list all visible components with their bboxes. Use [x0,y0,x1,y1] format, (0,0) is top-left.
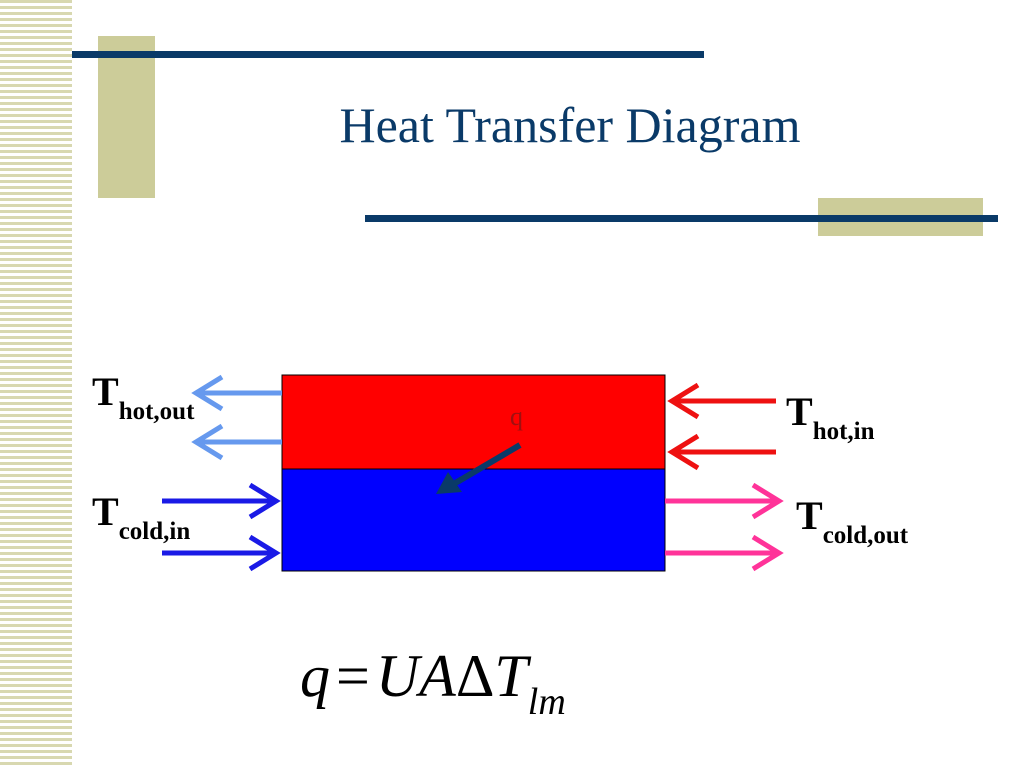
eq-ua: UA [375,643,456,709]
hot-in-arrow [667,382,776,420]
accent-block-left [98,36,155,198]
label-t-symbol: T [92,489,119,534]
eq-subscript-lm: lm [527,681,566,723]
hot-in-arrow [667,433,776,471]
cold-fluid-region [281,468,666,572]
slide-title: Heat Transfer Diagram [339,97,801,153]
heat-flow-arrow [436,442,522,494]
hot-fluid-region [281,374,666,470]
label-q: q [510,402,523,431]
label-t-symbol: T [786,389,813,434]
label-t-symbol: T [92,369,119,414]
striped-margin [0,0,72,768]
eq-delta: Δ [455,643,495,709]
label-subscript: hot,out [118,398,195,425]
cold-in-arrow [162,534,281,572]
label-t-symbol: T [796,493,823,538]
label-t-cold-out: Tcold,out [796,493,908,549]
eq-equals: = [336,643,370,709]
hot-out-arrow [191,374,282,412]
label-subscript: cold,in [118,518,191,545]
cold-in-arrow [162,482,281,520]
accent-bar-top [72,51,704,58]
label-subscript: cold,out [822,522,909,549]
hot-out-arrow [191,423,282,461]
cold-out-arrow [665,534,784,572]
label-t-cold-in: Tcold,in [92,489,190,545]
eq-t: T [494,643,528,709]
label-t-hot-out: Thot,out [92,369,194,425]
cold-out-arrow [665,482,784,520]
eq-q: q [300,643,330,709]
label-subscript: hot,in [812,418,875,445]
accent-bar-bottom [365,215,998,222]
label-t-hot-in: Thot,in [786,389,875,445]
heat-transfer-equation: q=UAΔTlm [300,643,566,721]
